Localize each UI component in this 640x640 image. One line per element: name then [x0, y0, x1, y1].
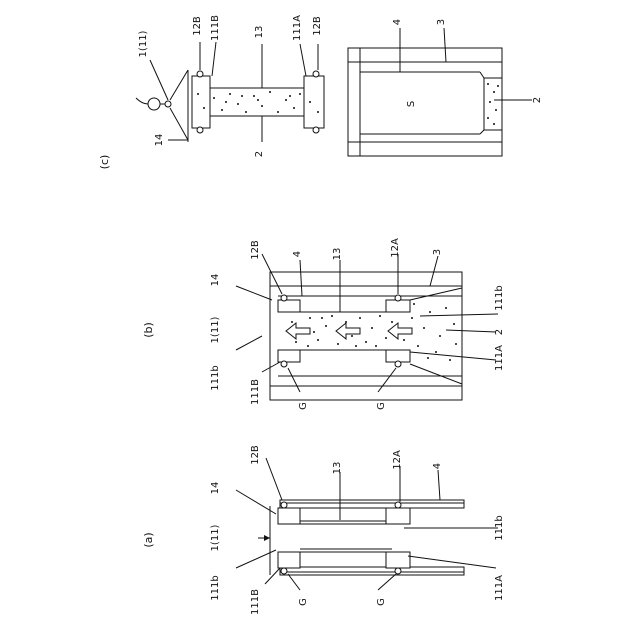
label-111B: 111B [210, 15, 221, 41]
label-2-a: 2 [254, 151, 265, 157]
label-14: 14 [210, 482, 221, 495]
end-block-111B [278, 508, 300, 568]
label-14: 14 [210, 274, 221, 287]
label-12B-b: 12B [312, 16, 323, 36]
label-1-11: 1(11) [210, 316, 221, 343]
label-3: 3 [436, 19, 447, 25]
reference-arrow-1-11 [258, 535, 270, 541]
powder-2 [291, 288, 462, 384]
inner-tube-13 [300, 521, 392, 552]
jig-rail-4 [278, 296, 462, 376]
label-12B: 12B [250, 445, 261, 465]
label-4: 4 [292, 251, 303, 257]
end-block-111A [386, 508, 410, 568]
label-13: 13 [332, 462, 343, 475]
panel-b: (b) [142, 238, 505, 410]
panel-c-title: (c) [98, 155, 111, 170]
panel-a-title: (a) [142, 532, 155, 547]
label-111A: 111A [494, 345, 505, 371]
label-2-b: 2 [532, 97, 543, 103]
label-12A: 12A [392, 450, 403, 470]
panel-c: (c) [98, 15, 543, 169]
label-12A: 12A [390, 238, 401, 258]
label-G-1: G [298, 402, 309, 410]
label-111A: 111A [292, 15, 303, 41]
label-12B: 12B [250, 240, 261, 260]
label-111B: 111B [250, 589, 261, 615]
gasket-G [197, 71, 319, 133]
label-13: 13 [332, 248, 343, 261]
flow-arrow [286, 323, 412, 339]
hook-icon [136, 98, 171, 110]
label-111A: 111A [494, 575, 505, 601]
label-111b-left: 111b [210, 575, 221, 600]
label-111b-left: 111b [210, 365, 221, 390]
label-111B: 111B [250, 379, 261, 405]
filled-tube-13 [192, 76, 324, 128]
label-S: S [406, 101, 417, 107]
jig-rail-4 [280, 500, 464, 575]
label-4: 4 [432, 463, 443, 469]
outer-frame-3 [270, 272, 462, 400]
container-3 [348, 48, 502, 156]
panel-b-title: (b) [142, 322, 155, 338]
label-3: 3 [432, 249, 443, 255]
panel-a: (a) [142, 445, 505, 615]
label-G-1: G [298, 598, 309, 606]
label-12B-a: 12B [192, 16, 203, 36]
label-111b-right: 111b [494, 285, 505, 310]
label-1-11: 1(11) [138, 30, 149, 57]
leader-lines-b [236, 254, 498, 392]
label-14: 14 [154, 134, 165, 147]
label-G-2: G [376, 402, 387, 410]
label-13: 13 [254, 26, 265, 39]
label-2: 2 [494, 329, 505, 335]
label-1-11: 1(11) [210, 524, 221, 551]
label-G-2: G [376, 598, 387, 606]
leader-lines-c2 [400, 28, 532, 100]
label-111b-right: 111b [494, 515, 505, 540]
label-4: 4 [392, 19, 403, 25]
